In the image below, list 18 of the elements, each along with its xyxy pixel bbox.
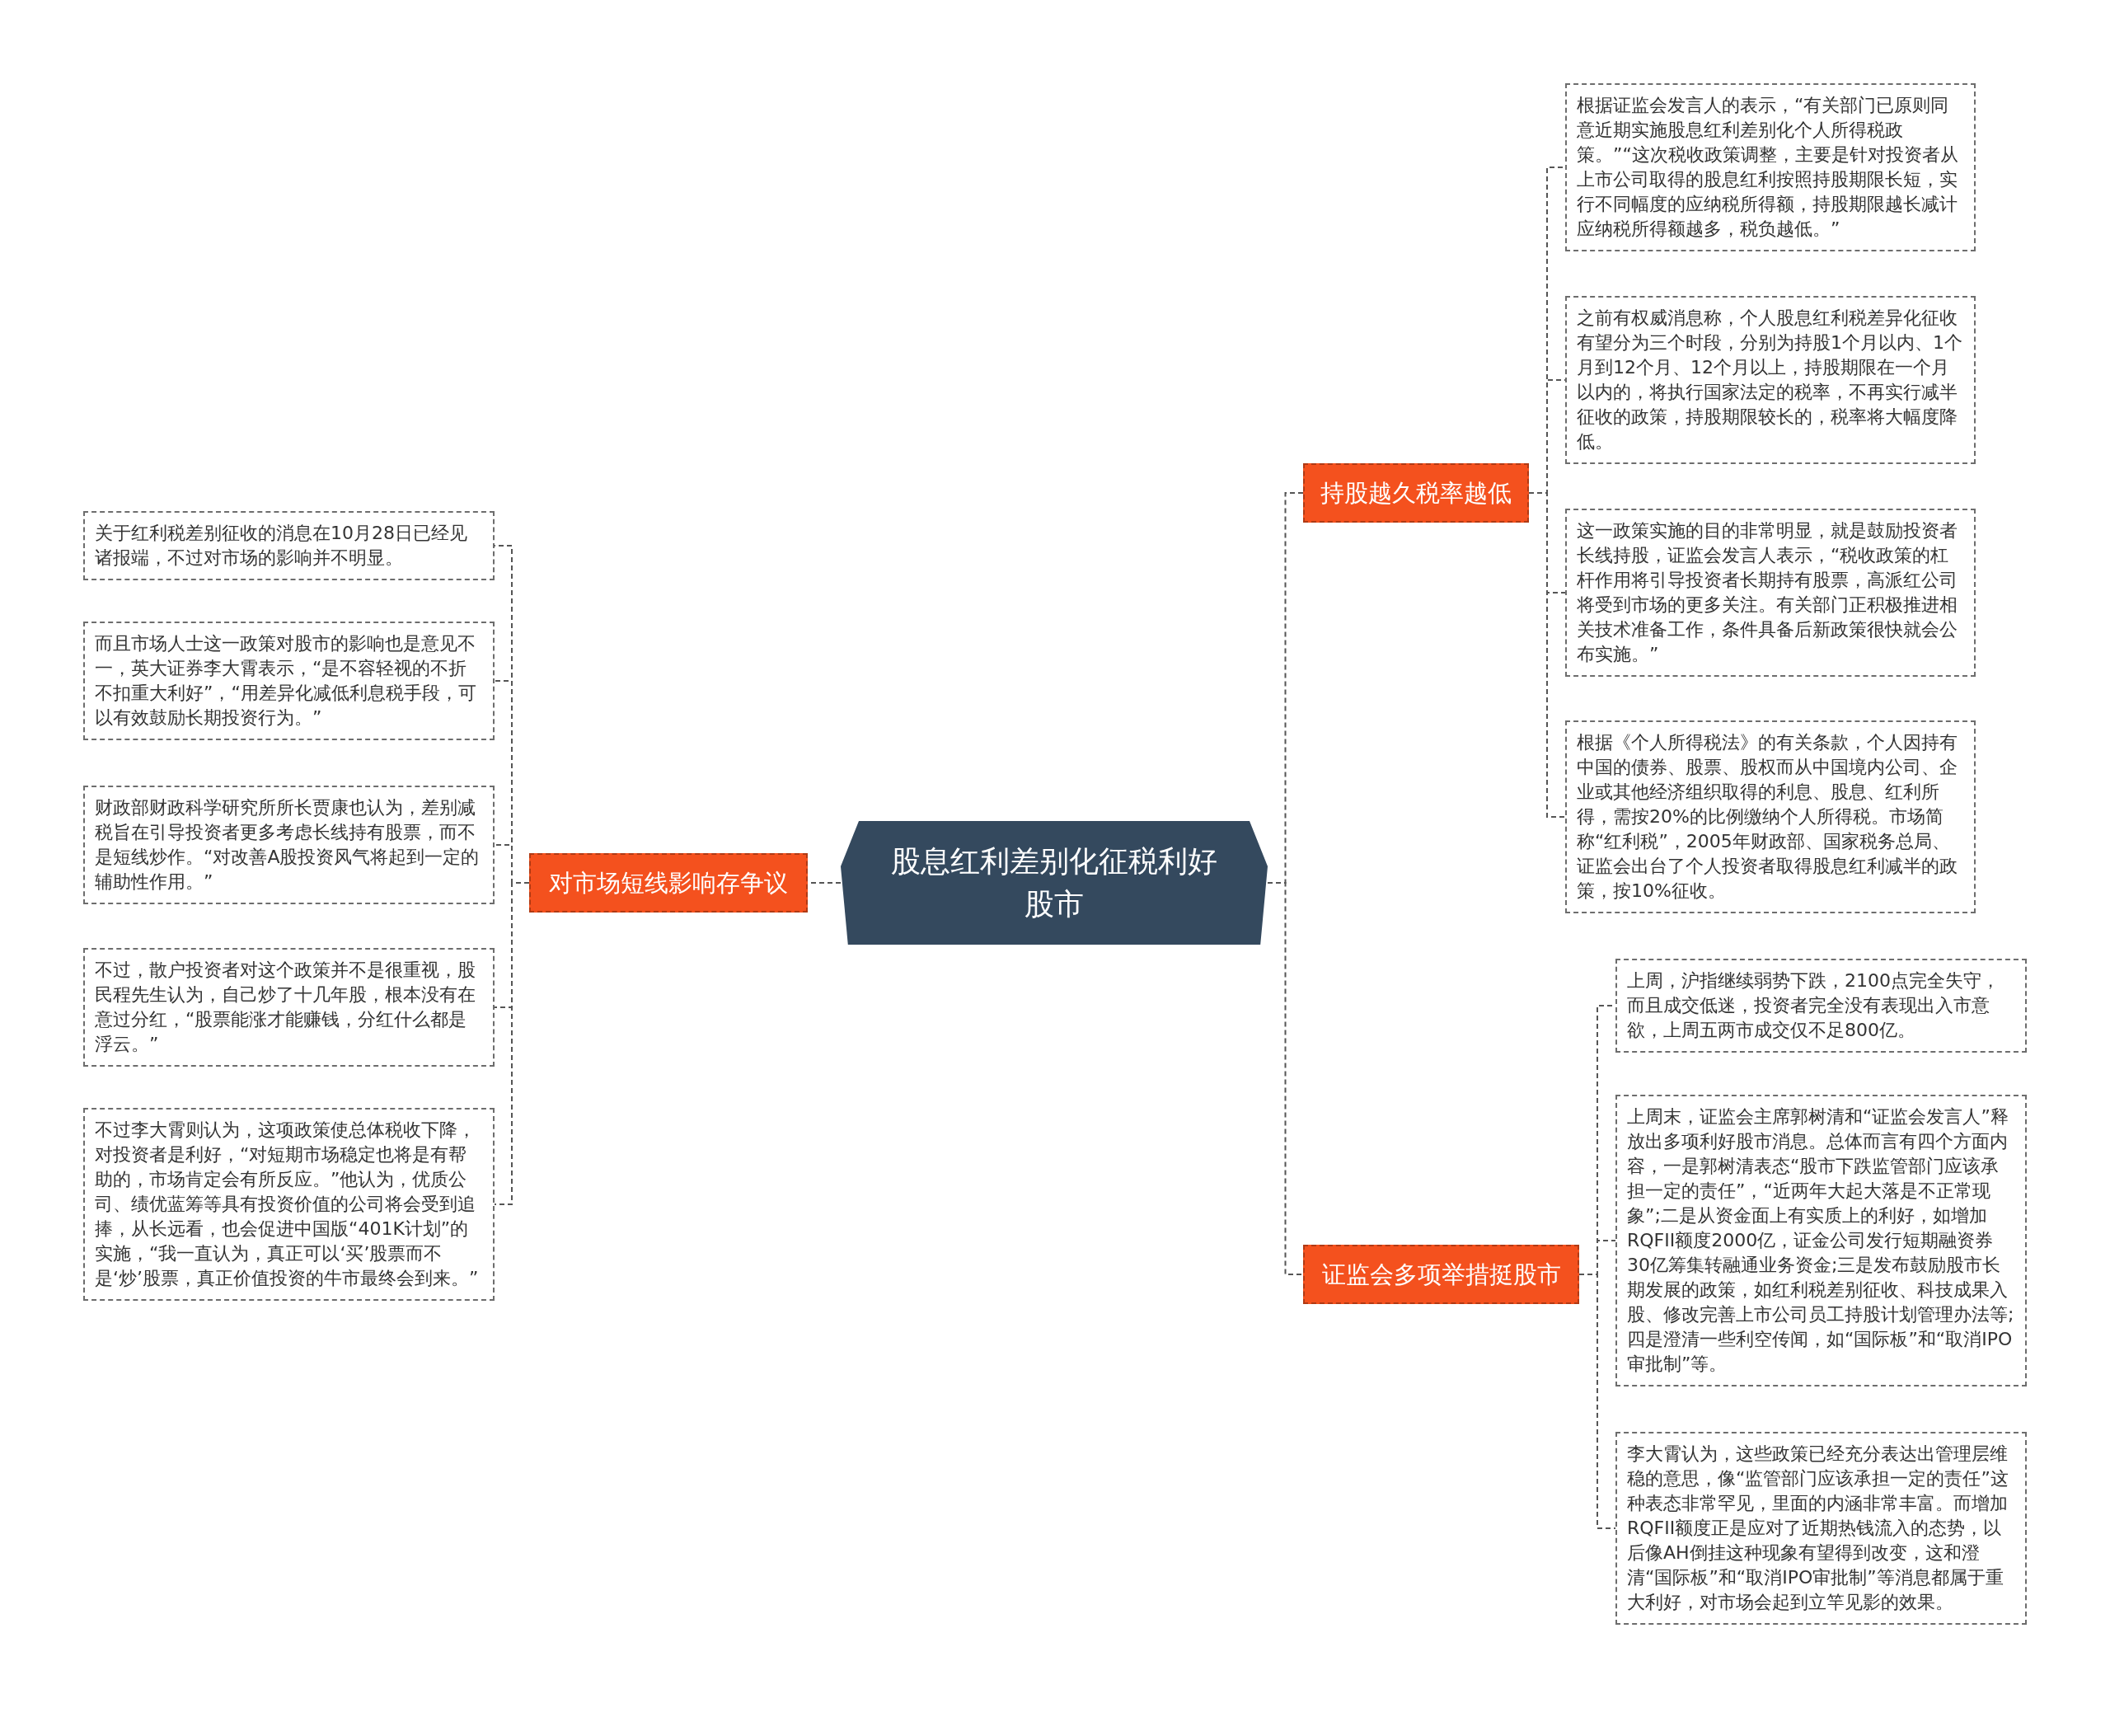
note-card: 关于红利税差别征收的消息在10月28日已经见诸报端，不过对市场的影响并不明显。 [83,511,495,580]
note-card: 不过李大霄则认为，这项政策使总体税收下降，对投资者是利好，“对短期市场稳定也将是有帮助的，市场肯定会有所反应。”他认为，优质公司、绩优蓝筹等具有投资价值的公司将会受到追捧，从长远看，也会促进中国版“401K计划”的实施，“我一直认为，真正可以‘买’股票而不是‘炒’股票，真正价值投资的牛市最终会到来。” [83,1108,495,1301]
topic-text: 股息红利差别化征税利好股市 [890,843,1218,922]
central-topic [841,821,1268,945]
note-card: 而且市场人士这一政策对股市的影响也是意见不一，英大证券李大霄表示，“是不容轻视的不折不扣重大利好”，“用差异化减低利息税手段，可以有效鼓励长期投资行为。” [83,622,495,740]
note-card: 这一政策实施的目的非常明显，就是鼓励投资者长线持股，证监会发言人表示，“税收政策的杠杆作用将引导投资者长期持有股票，高派红公司将受到市场的更多关注。有关部门正积极推进相关技术准备工作，条件具备后新政策很快就会公布实施。” [1565,509,1976,677]
note-card: 根据《个人所得税法》的有关条款，个人因持有中国的债券、股票、股权而从中国境内公司、企业或其他经济组织取得的利息、股息、红利所得，需按20%的比例缴纳个人所得税。市场简称“红利税”，2005年财政部、国家税务总局、证监会出台了个人投资者取得股息红利减半的政策，按10%征收。 [1565,720,1976,913]
note-card: 之前有权威消息称，个人股息红利税差异化征收有望分为三个时段，分别为持股1个月以内、1个月到12个月、12个月以上，持股期限在一个月以内的，将执行国家法定的税率，不再实行减半征收的政策，持股期限较长的，税率将大幅度降低。 [1565,296,1976,464]
branch-topic: 证监会多项举措挺股市 [1303,1245,1579,1304]
branch-topic: 对市场短线影响存争议 [529,853,808,913]
note-card: 上周末，证监会主席郭树清和“证监会发言人”释放出多项利好股市消息。总体而言有四个方面内容，一是郭树清表态“股市下跌监管部门应该承担一定的责任”，“近两年大起大落是不正常现象”;二是从资金面上有实质上的利好，如增加RQFII额度2000亿，证金公司发行短期融资券30亿筹集转融通业务资金;三是发布鼓励股市长期发展的政策，如红利税差别征收、科技成果入股、修改完善上市公司员工持股计划管理办法等;四是澄清一些利空传闻，如“国际板”和“取消IPO审批制”等。 [1615,1095,2027,1386]
note-card: 李大霄认为，这些政策已经充分表达出管理层维稳的意思，像“监管部门应该承担一定的责任”这种表态非常罕见，里面的内涵非常丰富。而增加RQFII额度正是应对了近期热钱流入的态势，以后像AH倒挂这种现象有望得到改变，这和澄清“国际板”和“取消IPO审批制”等消息都属于重大利好，对市场会起到立竿见影的效果。 [1615,1432,2027,1625]
connector [1578,1274,1616,1529]
note-card: 上周，沪指继续弱势下跌，2100点完全失守，而且成交低迷，投资者完全没有表现出入市意欲，上周五两市成交仅不足800亿。 [1615,959,2027,1053]
branch-topic: 持股越久税率越低 [1303,463,1529,523]
note-card: 不过，散户投资者对这个政策并不是很重视，股民程先生认为，自己炒了十几年股，根本没有在意过分红，“股票能涨才能赚钱，分红什么都是浮云。” [83,948,495,1067]
note-card: 财政部财政科学研究所所长贾康也认为，差别减税旨在引导投资者更多考虑长线持有股票，而不是短线炒作。“对改善A股投资风气将起到一定的辅助性作用。” [83,786,495,904]
note-card: 根据证监会发言人的表示，“有关部门已原则同意近期实施股息红利差别化个人所得税政策。”“这次税收政策调整，主要是针对投资者从上市公司取得的股息红利按照持股期限长短，实行不同幅度的应纳税所得额，持股期限越长减计应纳税所得额越多，税负越低。” [1565,83,1976,251]
